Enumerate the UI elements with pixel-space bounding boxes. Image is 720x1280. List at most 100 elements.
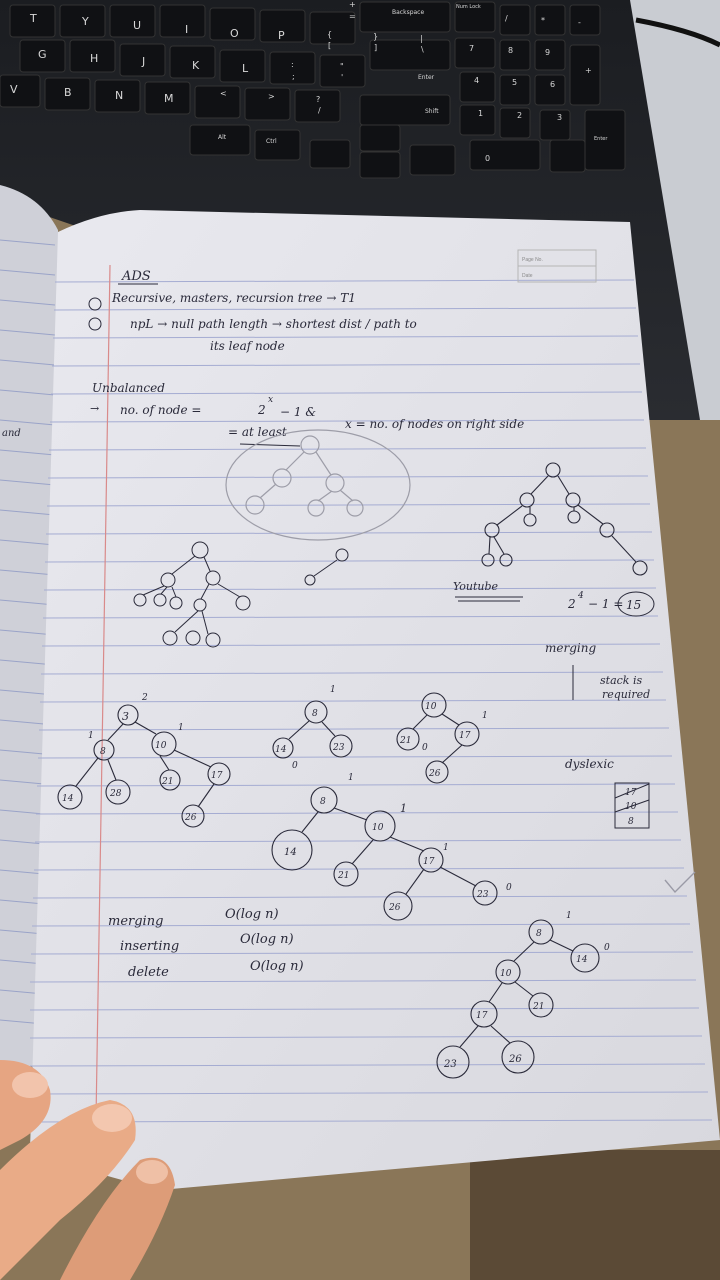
- key-t: T: [30, 12, 37, 25]
- tree-d-node-17: 17: [423, 857, 435, 867]
- at-least-underline: [239, 443, 301, 447]
- tree-e-node-17: 17: [476, 1011, 488, 1021]
- tree-a-node-8: 8: [100, 747, 106, 757]
- key-n: N: [115, 89, 124, 102]
- tree-d-node-23: 23: [476, 890, 489, 900]
- tree-d-node-14: 14: [284, 847, 297, 858]
- eq-result-circle: [617, 591, 655, 617]
- numpad-6: 6: [550, 80, 556, 89]
- notebook-page: [30, 210, 720, 1190]
- tally-17: 17: [625, 788, 637, 798]
- key-y: Y: [82, 15, 89, 28]
- formula-lhs: no. of node =: [120, 403, 201, 417]
- key-i: I: [185, 23, 189, 36]
- key-k: K: [192, 59, 200, 72]
- tree-a-npl-left: 1: [88, 731, 94, 741]
- key-enter: Enter: [418, 74, 435, 81]
- tree-a-node-17: 17: [211, 771, 223, 781]
- key-alt: Alt: [218, 134, 227, 141]
- bullet-mark-1: [88, 297, 102, 311]
- complexity-op-merging: merging: [108, 914, 163, 929]
- key-colon: :: [291, 60, 294, 69]
- key-v: V: [10, 83, 18, 96]
- key-question: ?: [316, 95, 321, 104]
- key-l: L: [242, 62, 249, 75]
- date-label: Date: [522, 273, 533, 279]
- tree-sketch-right: [481, 462, 648, 576]
- pencil-checkmark: [664, 871, 696, 894]
- tally-box: [614, 782, 650, 829]
- heap-tree-d: [271, 786, 498, 921]
- complexity-op-delete: delete: [128, 965, 169, 980]
- tree-sketch-left: [133, 541, 349, 648]
- formula-x-def: x = no. of nodes on right side: [345, 417, 524, 431]
- tally-strike-2: [614, 799, 650, 813]
- key-b: B: [64, 86, 72, 99]
- key-j: J: [142, 55, 146, 68]
- bullet-2: npL → null path length → shortest dist /…: [130, 317, 417, 331]
- formula-exp: x: [268, 395, 273, 405]
- complexity-cost-merging: O(log n): [225, 907, 279, 922]
- heap-tree-a: [57, 704, 231, 828]
- stack-note-2: required: [602, 688, 650, 701]
- tally-8: 8: [628, 817, 634, 827]
- numpad-8: 8: [508, 46, 514, 55]
- tree-e-node-21: 21: [532, 1002, 544, 1012]
- complexity-op-inserting: inserting: [120, 939, 179, 954]
- numpad-multiply: *: [541, 16, 545, 25]
- laptop-edge: [630, 0, 720, 420]
- tally-strike-1: [614, 783, 650, 799]
- stack-note-1: stack is: [600, 674, 642, 687]
- tree-d-npl-leaf: 0: [506, 883, 512, 893]
- key-ctrl: Ctrl: [266, 138, 277, 145]
- heap-tree-e: [436, 919, 600, 1079]
- hand: [0, 1060, 175, 1280]
- tree-a-npl-right: 1: [178, 723, 184, 733]
- eq-base: 2: [567, 597, 576, 611]
- key-quote: ": [340, 62, 344, 71]
- tree-c-node-26: 26: [428, 769, 441, 779]
- numpad-0: 0: [485, 154, 491, 163]
- numpad-1: 1: [478, 109, 484, 118]
- tree-b-npl-right: 1: [348, 773, 354, 783]
- tally-10: 10: [625, 802, 637, 812]
- tree-e-npl-right: 0: [604, 943, 610, 953]
- eq-result: 15: [626, 598, 641, 612]
- ruled-lines: [29, 279, 713, 1123]
- tree-b-npl-root: 1: [330, 685, 336, 695]
- tree-e-node-26: 26: [508, 1054, 522, 1065]
- key-u: U: [133, 19, 142, 32]
- tree-d-node-26: 26: [388, 903, 401, 913]
- complexity-cost-inserting: O(log n): [240, 932, 294, 947]
- date-box: [517, 265, 597, 283]
- key-slash: /: [318, 106, 321, 115]
- tree-c-npl-left: 0: [422, 743, 428, 753]
- key-m: M: [164, 92, 174, 105]
- tree-b-node-14: 14: [275, 745, 287, 755]
- tree-b-node-8: 8: [312, 709, 318, 719]
- tree-e-node-14: 14: [576, 955, 588, 965]
- numpad-7: 7: [469, 44, 475, 53]
- heap-tree-c: [396, 692, 480, 784]
- key-shift: Shift: [425, 108, 439, 115]
- key-greater: >: [268, 92, 275, 101]
- key-less: <: [220, 89, 227, 98]
- tree-d-npl-right: 1: [443, 843, 449, 853]
- tree-d-npl-root: 1: [400, 802, 407, 815]
- tree-a-node-21: 21: [161, 777, 173, 787]
- tree-e-node-23: 23: [443, 1059, 457, 1070]
- key-backspace: Backspace: [392, 9, 425, 16]
- tree-b-npl-left: 0: [292, 761, 298, 771]
- dyslexic-note: dyslexic: [565, 757, 614, 771]
- tree-c-node-10: 10: [425, 702, 437, 712]
- numpad-minus: -: [578, 18, 581, 27]
- note-title: ADS: [121, 269, 151, 284]
- key-backslash: \: [421, 45, 424, 54]
- tree-a-node-26: 26: [184, 813, 197, 823]
- tree-b-node-23: 23: [332, 743, 345, 753]
- tree-a-node-14: 14: [62, 794, 74, 804]
- bullet-mark-2: [88, 317, 102, 331]
- tree-a-node-10: 10: [155, 741, 167, 751]
- margin-note: and: [2, 428, 21, 439]
- bullet-1: Recursive, masters, recursion tree → T1: [111, 291, 356, 305]
